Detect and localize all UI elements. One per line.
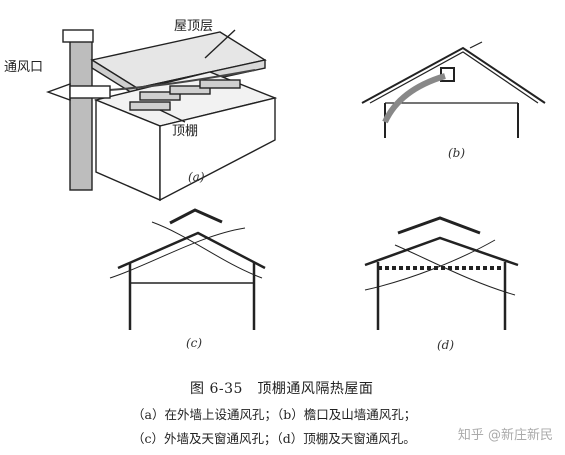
figure-caption-line: （a）在外墙上设通风孔；（b）檐口及山墙通风孔； [132,407,417,422]
watermark: 知乎 @新庄新民 [457,428,553,443]
subfigure-a-label: (a) [188,170,205,184]
diagram-c [109,208,266,330]
label-ceiling: 顶棚 [172,124,199,139]
subfigure-c-label: (c) [186,336,203,350]
subfigure-d-label: (d) [437,338,455,352]
figure-caption-title: 图 6-35 顶棚通风隔热屋面 [190,381,374,397]
diagram-b [361,41,546,138]
figure-caption-line: （c）外墙及天窗通风孔；（d）顶棚及天窗通风孔。 [132,431,416,446]
label-vent: 通风口 [4,60,44,75]
diagram-a [45,29,278,202]
subfigure-b-label: (b) [448,146,466,160]
diagram-d [364,216,519,330]
label-roof-layer: 屋顶层 [174,19,214,34]
